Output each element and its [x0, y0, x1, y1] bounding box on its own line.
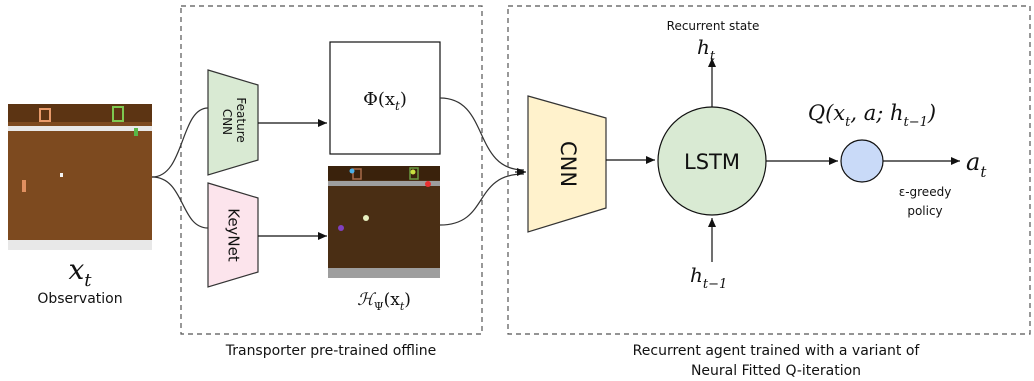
lstm-label: LSTM	[684, 150, 740, 174]
observation-frame	[8, 104, 152, 250]
phi-feature-box	[329, 41, 441, 155]
policy-label-line2: policy	[907, 204, 942, 218]
keynet-label: KeyNet	[225, 208, 243, 262]
agent-caption-line1: Recurrent agent trained with a variant o…	[633, 343, 921, 359]
recurrent-state-label: Recurrent state	[667, 19, 760, 33]
branch-to-keynet	[151, 176, 209, 229]
feature-cnn-block	[207, 69, 259, 176]
keynet-block	[207, 182, 259, 288]
keypoint-heatmap-frame	[328, 166, 440, 278]
heatmap-label: ℋΨ(xt)	[357, 290, 411, 313]
agent-cnn-label: CNN	[556, 141, 580, 187]
transporter-caption: Transporter pre-trained offline	[225, 343, 437, 359]
feature-cnn-label: Feature CNN	[220, 97, 248, 146]
h-in-label: ht−1	[690, 263, 727, 292]
policy-node	[840, 139, 884, 183]
action-label: at	[966, 148, 987, 181]
branch-to-feature-cnn	[151, 107, 209, 178]
h-out-label: ht	[697, 35, 716, 64]
agent-caption-line2: Neural Fitted Q-iteration	[691, 363, 861, 379]
observation-label: Observation	[37, 291, 122, 307]
phi-label: Φ(xt)	[363, 89, 407, 113]
policy-label-line1: ε-greedy	[899, 185, 952, 199]
q-value-label: Q(xt, a; ht−1)	[808, 101, 936, 130]
agent-cnn-block	[527, 95, 607, 233]
curve-heatmap-to-cnn	[439, 173, 525, 226]
observation-symbol: xt	[68, 253, 92, 291]
agent-group	[507, 5, 1031, 335]
transporter-group	[180, 5, 483, 335]
